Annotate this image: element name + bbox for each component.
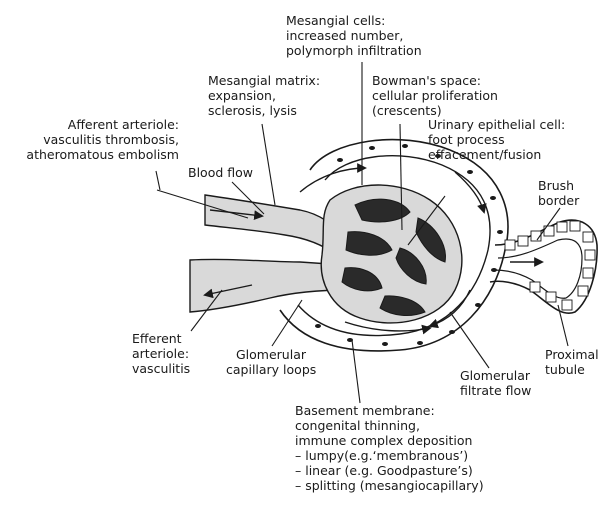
label-line: Brush (538, 178, 579, 193)
label-line: tubule (545, 362, 599, 377)
label-line: effacement/fusion (428, 147, 565, 162)
label-line: Urinary epithelial cell: (428, 117, 565, 132)
label-line: Basement membrane: (295, 403, 484, 418)
label-line: increased number, (286, 28, 422, 43)
label-basement-membrane: Basement membrane: congenital thinning, … (295, 403, 484, 493)
label-line: sclerosis, lysis (208, 103, 320, 118)
label-line: Mesangial matrix: (208, 73, 320, 88)
label-line: Efferent (132, 331, 190, 346)
label-line: Proximal (545, 347, 599, 362)
label-efferent-arteriole: Efferent arteriole: vasculitis (132, 331, 190, 376)
label-line: foot process (428, 132, 565, 147)
label-line: Glomerular (226, 347, 316, 362)
label-line: border (538, 193, 579, 208)
label-line: immune complex deposition (295, 433, 484, 448)
label-mesangial-matrix: Mesangial matrix: expansion, sclerosis, … (208, 73, 320, 118)
label-line: capillary loops (226, 362, 316, 377)
label-glomerular-capillary-loops: Glomerular capillary loops (226, 347, 316, 377)
label-line: Mesangial cells: (286, 13, 422, 28)
label-brush-border: Brush border (538, 178, 579, 208)
label-line: expansion, (208, 88, 320, 103)
label-line: vasculitis thrombosis, (26, 132, 179, 147)
label-line: – lumpy(e.g.‘membranous’) (295, 448, 484, 463)
label-line: filtrate flow (460, 383, 531, 398)
label-line: – linear (e.g. Goodpasture’s) (295, 463, 484, 478)
label-line: polymorph infiltration (286, 43, 422, 58)
label-line: cellular proliferation (372, 88, 498, 103)
glomerular-tuft (321, 185, 462, 323)
label-line: arteriole: (132, 346, 190, 361)
label-line: vasculitis (132, 361, 190, 376)
label-line: – splitting (mesangiocapillary) (295, 478, 484, 493)
label-line: Blood flow (188, 165, 253, 180)
label-line: (crescents) (372, 103, 498, 118)
label-urinary-epithelial-cell: Urinary epithelial cell: foot process ef… (428, 117, 565, 162)
label-line: Bowman's space: (372, 73, 498, 88)
label-bowmans-space: Bowman's space: cellular proliferation (… (372, 73, 498, 118)
label-glomerular-filtrate-flow: Glomerular filtrate flow (460, 368, 531, 398)
label-proximal-tubule: Proximal tubule (545, 347, 599, 377)
proximal-tubule (490, 220, 597, 313)
label-blood-flow: Blood flow (188, 165, 253, 180)
label-line: Glomerular (460, 368, 531, 383)
label-mesangial-cells: Mesangial cells: increased number, polym… (286, 13, 422, 58)
label-line: congenital thinning, (295, 418, 484, 433)
label-line: Afferent arteriole: (26, 117, 179, 132)
label-line: atheromatous embolism (26, 147, 179, 162)
label-afferent-arteriole: Afferent arteriole: vasculitis thrombosi… (26, 117, 179, 162)
